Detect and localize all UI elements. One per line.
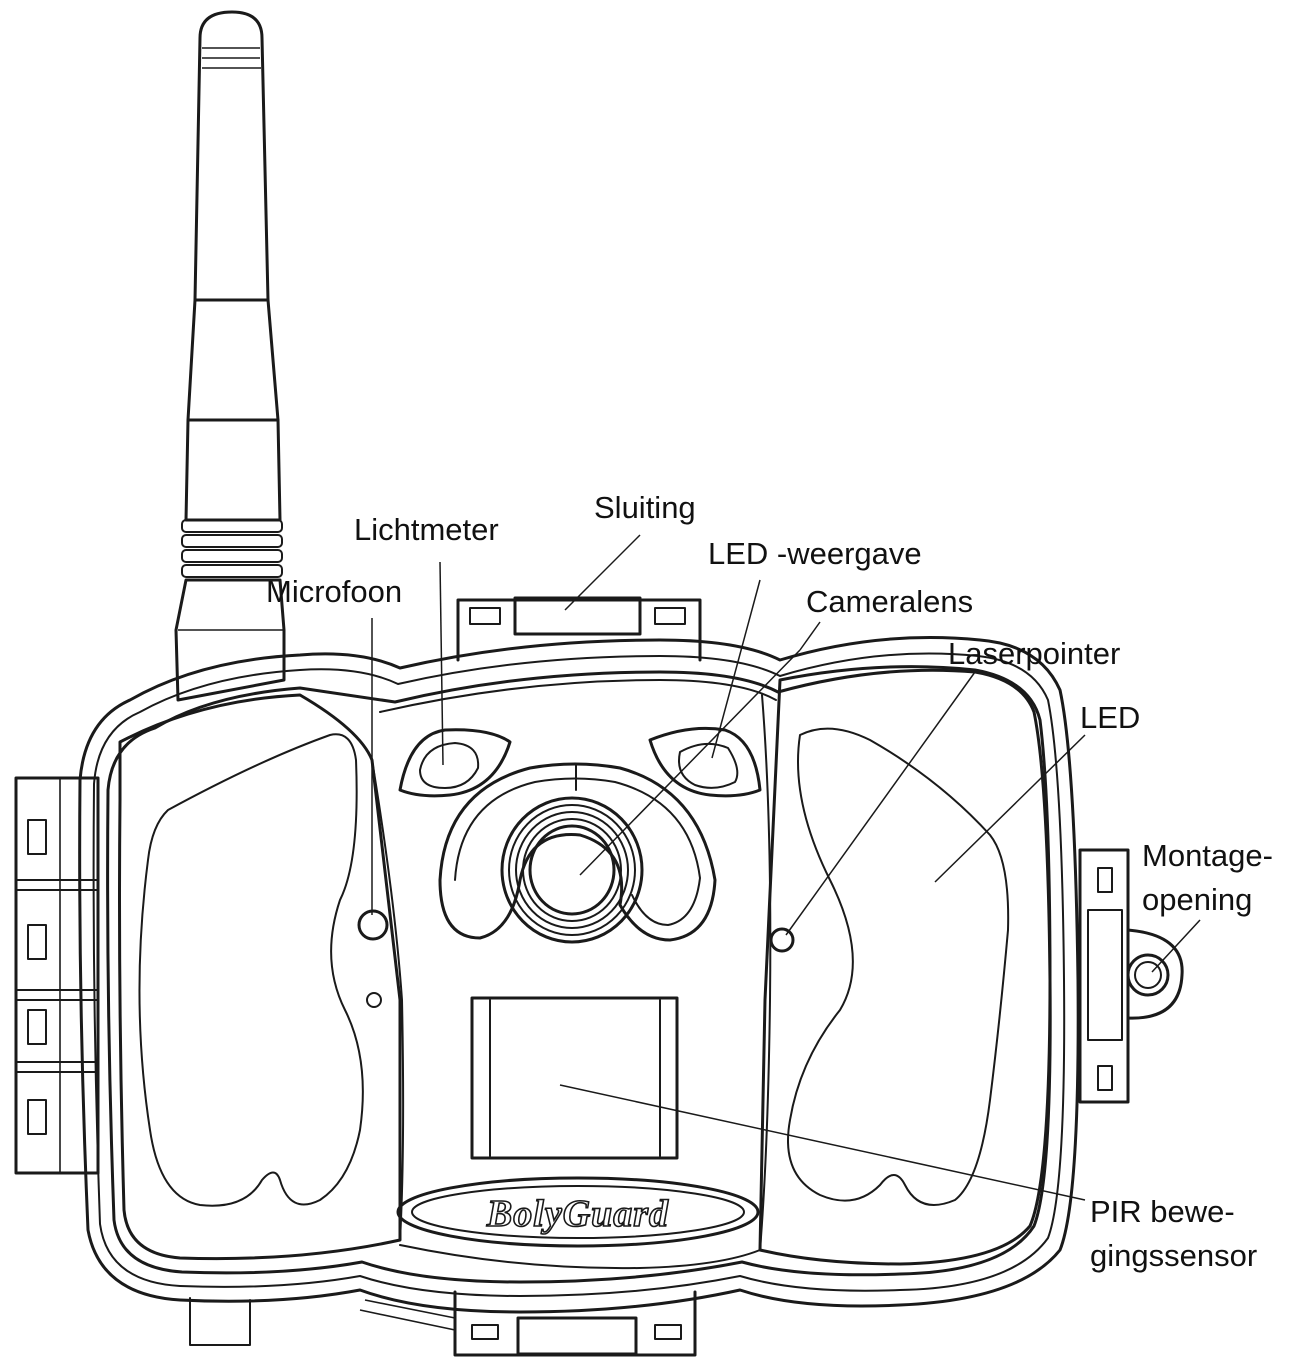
bottom-latch xyxy=(189,1290,697,1357)
label-pir-line1: PIR bewe- xyxy=(1090,1194,1235,1229)
ir-led-arc xyxy=(438,762,717,942)
antenna xyxy=(174,10,286,702)
label-cameralens: Cameralens xyxy=(806,584,973,619)
brand-logo: BolyGuard xyxy=(396,1176,760,1248)
callout-labels: Sluiting Lichtmeter LED -weergave Microf… xyxy=(266,490,1273,1273)
led-display-window xyxy=(648,726,762,798)
brand-logo-text: BolyGuard xyxy=(486,1193,669,1235)
label-laserpointer: Laserpointer xyxy=(948,636,1120,671)
microphone-hole xyxy=(357,909,389,941)
small-hole xyxy=(366,992,382,1008)
label-led-weergave: LED -weergave xyxy=(708,536,922,571)
label-sluiting: Sluiting xyxy=(594,490,696,525)
label-microfoon: Microfoon xyxy=(266,574,402,609)
strap-buckle-left xyxy=(14,776,100,1175)
camera-lens xyxy=(500,796,644,944)
mount-bracket-right xyxy=(1078,848,1184,1104)
pir-sensor-window xyxy=(470,996,679,1160)
label-montage-line2: opening xyxy=(1142,882,1252,917)
label-led: LED xyxy=(1080,700,1140,735)
camera-housing xyxy=(78,636,1080,1314)
label-pir-line2: gingssensor xyxy=(1090,1238,1257,1273)
leader-lines xyxy=(371,534,1201,1201)
label-montage-line1: Montage- xyxy=(1142,838,1273,873)
laser-pointer-hole xyxy=(769,927,795,953)
light-meter-window xyxy=(398,728,512,798)
label-lichtmeter: Lichtmeter xyxy=(354,512,499,547)
